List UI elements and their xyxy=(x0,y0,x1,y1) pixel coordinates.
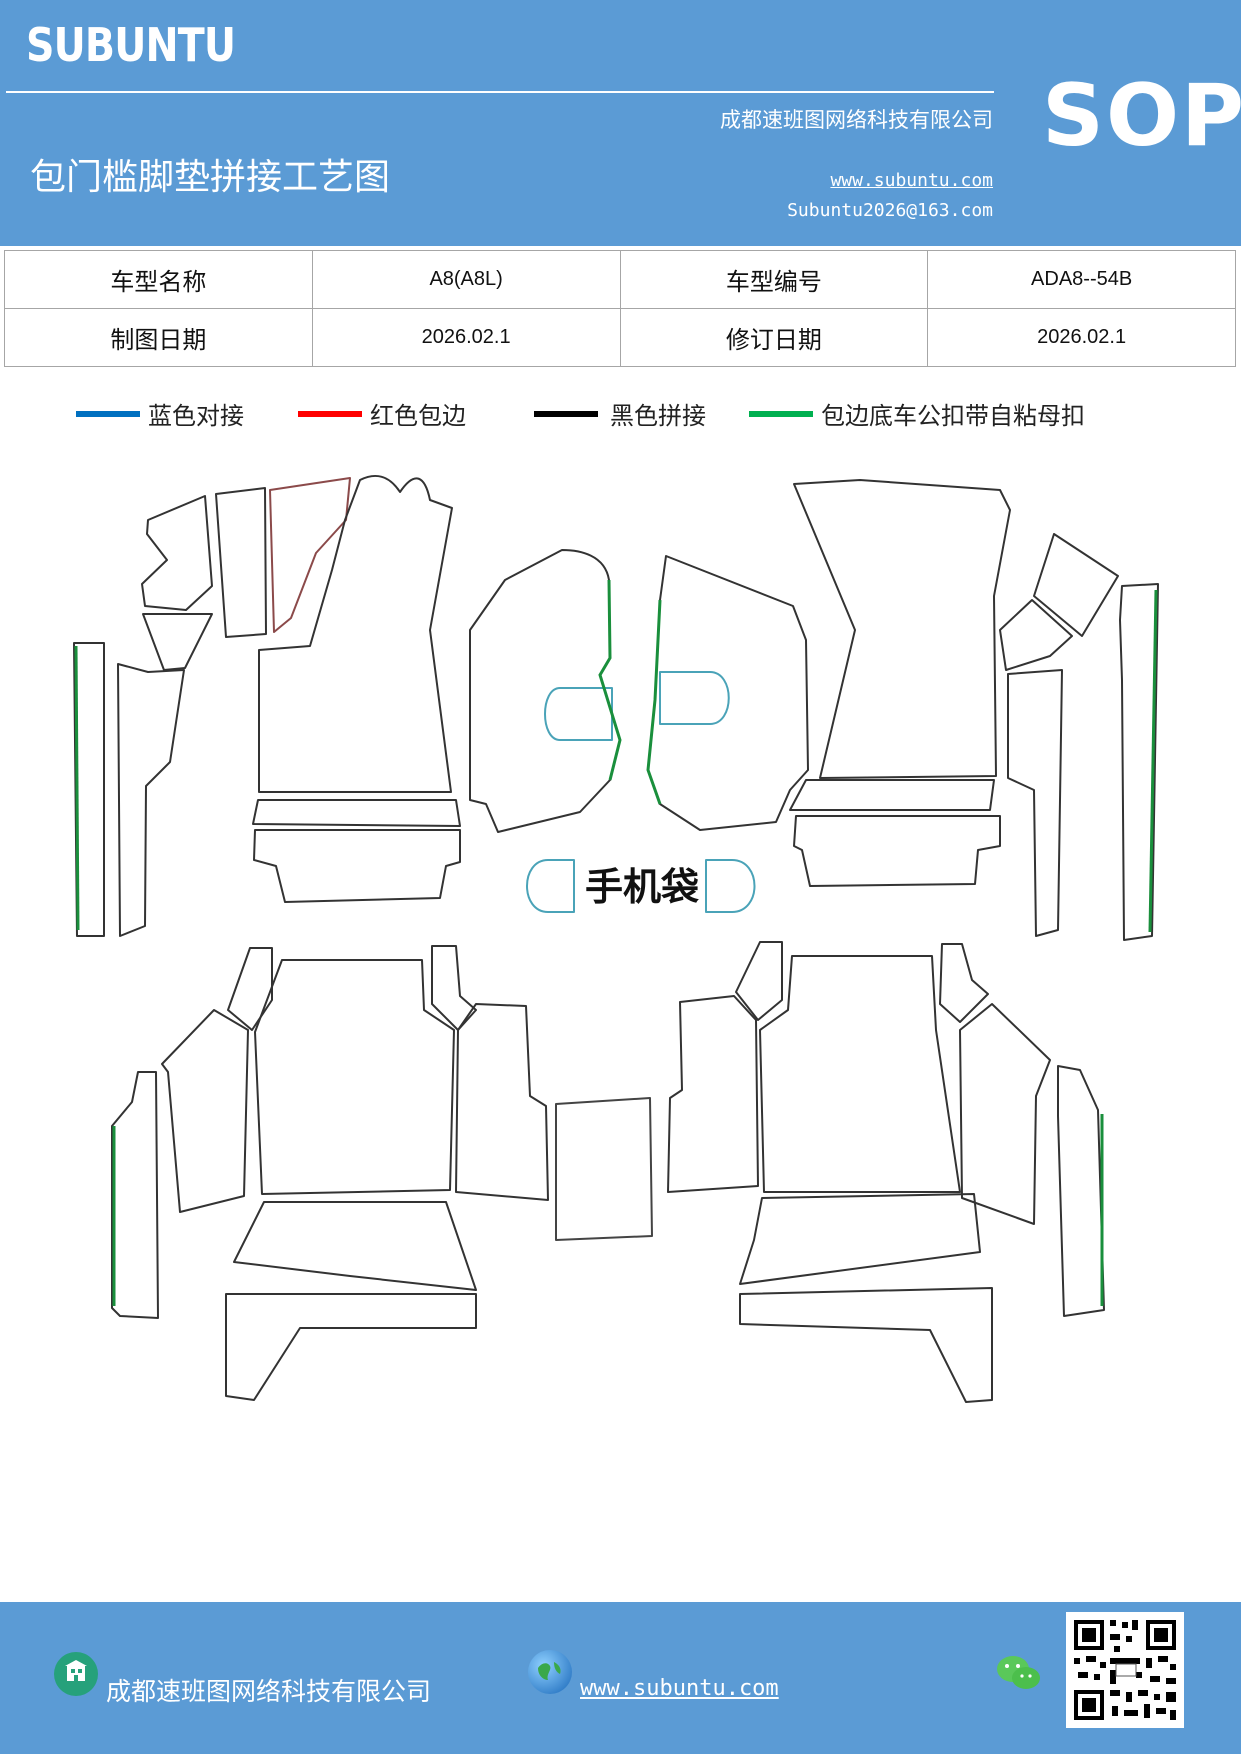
mat-piece xyxy=(233,1201,477,1291)
draw-date-label: 制图日期 xyxy=(4,308,313,367)
mat-piece xyxy=(999,599,1073,671)
legend-label: 黑色拼接 xyxy=(610,402,706,430)
mat-piece xyxy=(1119,583,1159,941)
mat-piece xyxy=(141,495,213,611)
mat-piece xyxy=(793,479,1011,779)
blue-line-swatch xyxy=(76,410,140,417)
phone-pocket-outline xyxy=(544,687,613,741)
header: SUBUNTU 成都速班图网络科技有限公司 包门槛脚垫拼接工艺图 www.sub… xyxy=(0,0,1241,246)
globe-icon xyxy=(528,1650,572,1694)
revision-date-label: 修订日期 xyxy=(619,308,929,367)
legend-label: 包边底车公扣带自粘母扣 xyxy=(821,402,1085,430)
mat-piece xyxy=(759,955,961,1193)
mat-piece xyxy=(225,1293,477,1401)
table-row: 制图日期 2026.02.1 修订日期 2026.02.1 xyxy=(4,308,1236,367)
mat-piece xyxy=(252,799,461,827)
footer-company-name: 成都速班图网络科技有限公司 xyxy=(106,1677,432,1706)
mat-piece xyxy=(258,474,453,793)
mat-piece xyxy=(469,549,621,833)
legend-label: 红色包边 xyxy=(370,402,466,430)
phone-pocket-outline xyxy=(705,859,756,913)
mat-piece xyxy=(789,779,995,811)
mat-piece xyxy=(735,941,783,1021)
legend-item: 黑色拼接 xyxy=(534,396,706,431)
mat-piece xyxy=(254,959,455,1195)
mat-piece xyxy=(253,829,461,903)
mat-piece xyxy=(431,945,477,1031)
phone-pocket-outline xyxy=(659,671,730,725)
page-title: 包门槛脚垫拼接工艺图 xyxy=(30,157,391,198)
mat-piece xyxy=(555,1097,653,1241)
mat-piece xyxy=(1057,1065,1105,1317)
mat-piece xyxy=(215,487,267,638)
revision-date-value: 2026.02.1 xyxy=(927,308,1236,367)
model-name-value: A8(A8L) xyxy=(311,250,621,309)
info-table: 车型名称 A8(A8L) 车型编号 ADA8--54B 制图日期 2026.02… xyxy=(4,250,1236,367)
brand-logo: SUBUNTU xyxy=(26,18,236,72)
header-divider xyxy=(6,91,994,93)
building-icon-glyph xyxy=(65,1660,87,1681)
qr-code xyxy=(1066,1612,1184,1728)
model-code-label: 车型编号 xyxy=(619,250,929,309)
legend-item: 蓝色对接 xyxy=(76,396,244,431)
wechat-icon-glyph xyxy=(997,1656,1040,1689)
qr-code-pattern xyxy=(1074,1620,1176,1720)
floor-mat-diagram: 手机袋 xyxy=(73,474,1159,1403)
mat-piece xyxy=(269,477,351,633)
mat-piece xyxy=(939,943,989,1023)
footer: 成都速班图网络科技有限公司 www.subuntu.com xyxy=(0,1602,1241,1754)
email-address: Subuntu2026@163.com xyxy=(787,200,993,221)
mat-piece xyxy=(161,1009,249,1213)
red-line-swatch xyxy=(298,410,362,417)
wechat-icon[interactable] xyxy=(996,1654,1042,1698)
mat-piece xyxy=(793,815,1001,887)
black-line-swatch xyxy=(534,410,598,417)
model-code-value: ADA8--54B xyxy=(927,250,1236,309)
green-edges xyxy=(74,579,1158,1306)
legend-item: 包边底车公扣带自粘母扣 xyxy=(749,396,1085,431)
green-line-swatch xyxy=(749,410,813,417)
mat-piece xyxy=(739,1193,981,1285)
mat-piece xyxy=(1033,533,1119,637)
mat-piece xyxy=(227,947,273,1031)
phone-pocket-label: 手机袋 xyxy=(585,865,699,909)
legend-label: 蓝色对接 xyxy=(148,402,244,430)
mat-piece xyxy=(739,1287,993,1403)
mat-piece xyxy=(959,1003,1051,1225)
sop-badge: SOP xyxy=(1042,66,1241,166)
mat-piece xyxy=(455,1003,549,1201)
mat-piece xyxy=(1007,669,1063,937)
globe-icon-glyph xyxy=(538,1662,561,1680)
mat-piece xyxy=(142,613,213,671)
model-name-label: 车型名称 xyxy=(4,250,313,309)
company-name: 成都速班图网络科技有限公司 xyxy=(720,108,993,132)
line-legend: 蓝色对接 红色包边 黑色拼接 包边底车公扣带自粘母扣 xyxy=(0,396,1241,440)
website-link[interactable]: www.subuntu.com xyxy=(830,170,993,191)
legend-item: 红色包边 xyxy=(298,396,466,431)
mat-pieces xyxy=(73,474,1159,1403)
mat-piece xyxy=(117,663,185,937)
footer-website-link[interactable]: www.subuntu.com xyxy=(580,1676,779,1701)
mat-piece xyxy=(667,995,759,1193)
building-icon xyxy=(54,1652,98,1696)
mat-piece xyxy=(111,1071,159,1319)
phone-pocket-outline xyxy=(526,859,575,913)
table-row: 车型名称 A8(A8L) 车型编号 ADA8--54B xyxy=(4,250,1236,309)
draw-date-value: 2026.02.1 xyxy=(311,308,621,367)
